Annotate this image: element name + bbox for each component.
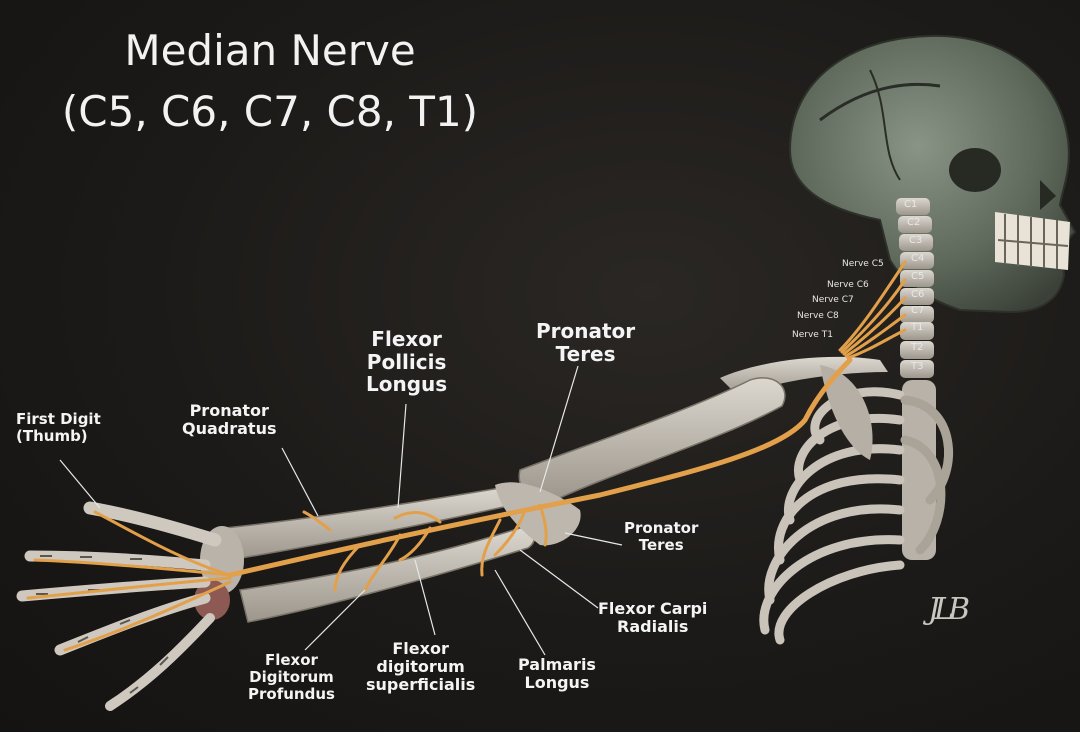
label-flexor-digitorum-profundus: Flexor Digitorum Profundus xyxy=(248,652,335,703)
label-pronator-teres-right: Pronator Teres xyxy=(624,520,698,554)
label-pronator-quadratus: Pronator Quadratus xyxy=(182,401,277,439)
vertebra-label: C2 xyxy=(907,217,921,228)
vertebra-label: C3 xyxy=(909,235,923,246)
label-flexor-digitorum-superficialis-line-2: digitorum xyxy=(376,657,465,677)
label-palmaris-longus: Palmaris Longus xyxy=(518,655,596,693)
label-pronator-teres-top-line-2: Teres xyxy=(555,341,616,366)
vertebra-label: C4 xyxy=(911,253,925,264)
label-flexor-digitorum-superficialis-line-1: Flexor xyxy=(392,639,449,658)
leader-lines xyxy=(59,365,623,656)
label-first-digit-line-1: First Digit xyxy=(16,410,101,428)
nerve-root-label: Nerve C5 xyxy=(842,259,884,269)
label-flexor-digitorum-profundus-line-2: Digitorum xyxy=(249,667,334,686)
label-pronator-quadratus-line-2: Quadratus xyxy=(182,419,277,439)
label-flexor-digitorum-profundus-line-3: Profundus xyxy=(248,684,335,703)
median-nerve xyxy=(26,260,907,652)
label-flexor-carpi-radialis-line-2: Radialis xyxy=(617,617,689,637)
leader-palmaris-longus xyxy=(494,569,546,656)
label-flexor-digitorum-superficialis: Flexor digitorum superficialis xyxy=(366,639,476,695)
label-pronator-teres-right-line-1: Pronator xyxy=(624,519,699,537)
vertebra-label: C5 xyxy=(911,271,925,282)
label-first-digit: First Digit (Thumb) xyxy=(16,411,101,445)
leader-pronator-teres-right xyxy=(564,532,623,546)
vertebra-label: T1 xyxy=(911,322,924,333)
hand xyxy=(16,501,244,711)
elbow-bones xyxy=(495,482,581,546)
label-pronator-teres-top: Pronator Teres xyxy=(536,320,635,365)
artist-signature: JLB xyxy=(928,592,970,627)
leader-flexor-digitorum-superficialis xyxy=(414,559,436,636)
label-flexor-pollicis-longus: Flexor Pollicis Longus xyxy=(366,328,447,396)
vertebra-label: C6 xyxy=(911,289,925,300)
leader-pronator-teres-top xyxy=(539,365,579,493)
label-pronator-quadratus-line-1: Pronator xyxy=(189,401,269,420)
label-flexor-carpi-radialis: Flexor Carpi Radialis xyxy=(598,599,708,637)
label-palmaris-longus-line-2: Longus xyxy=(524,673,590,693)
label-pronator-teres-top-line-1: Pronator xyxy=(536,319,636,343)
leader-first-digit xyxy=(59,459,101,509)
nerve-root-label: Nerve C8 xyxy=(797,311,839,321)
vertebra-label: C1 xyxy=(904,199,918,210)
vertebra-label: T2 xyxy=(911,342,924,353)
vertebra-label: T3 xyxy=(911,361,924,372)
label-pronator-teres-right-line-2: Teres xyxy=(638,535,684,554)
label-palmaris-longus-line-1: Palmaris xyxy=(518,655,596,674)
label-first-digit-line-2: (Thumb) xyxy=(16,426,88,445)
label-flexor-pollicis-longus-line-3: Longus xyxy=(366,372,448,397)
nerve-root-label: Nerve T1 xyxy=(792,330,833,340)
vertebra-label: C7 xyxy=(911,305,925,316)
label-flexor-carpi-radialis-line-1: Flexor Carpi xyxy=(598,599,708,618)
leader-flexor-carpi-radialis xyxy=(519,549,599,609)
title-line-1: Median Nerve xyxy=(124,26,416,75)
leader-flexor-digitorum-profundus xyxy=(304,589,366,651)
label-flexor-pollicis-longus-line-2: Pollicis xyxy=(366,349,447,374)
nerve-root-label: Nerve C6 xyxy=(827,280,869,290)
label-flexor-pollicis-longus-line-1: Flexor xyxy=(371,327,442,351)
nerve-root-label: Nerve C7 xyxy=(812,295,854,305)
skull xyxy=(788,34,1077,314)
ribcage xyxy=(759,387,954,645)
label-flexor-digitorum-superficialis-line-3: superficialis xyxy=(366,675,476,695)
spine xyxy=(896,198,936,560)
leader-flexor-pollicis-longus xyxy=(397,403,407,509)
label-flexor-digitorum-profundus-line-1: Flexor xyxy=(264,651,318,669)
leader-pronator-quadratus xyxy=(281,447,319,517)
title-line-2: (C5, C6, C7, C8, T1) xyxy=(61,87,479,136)
